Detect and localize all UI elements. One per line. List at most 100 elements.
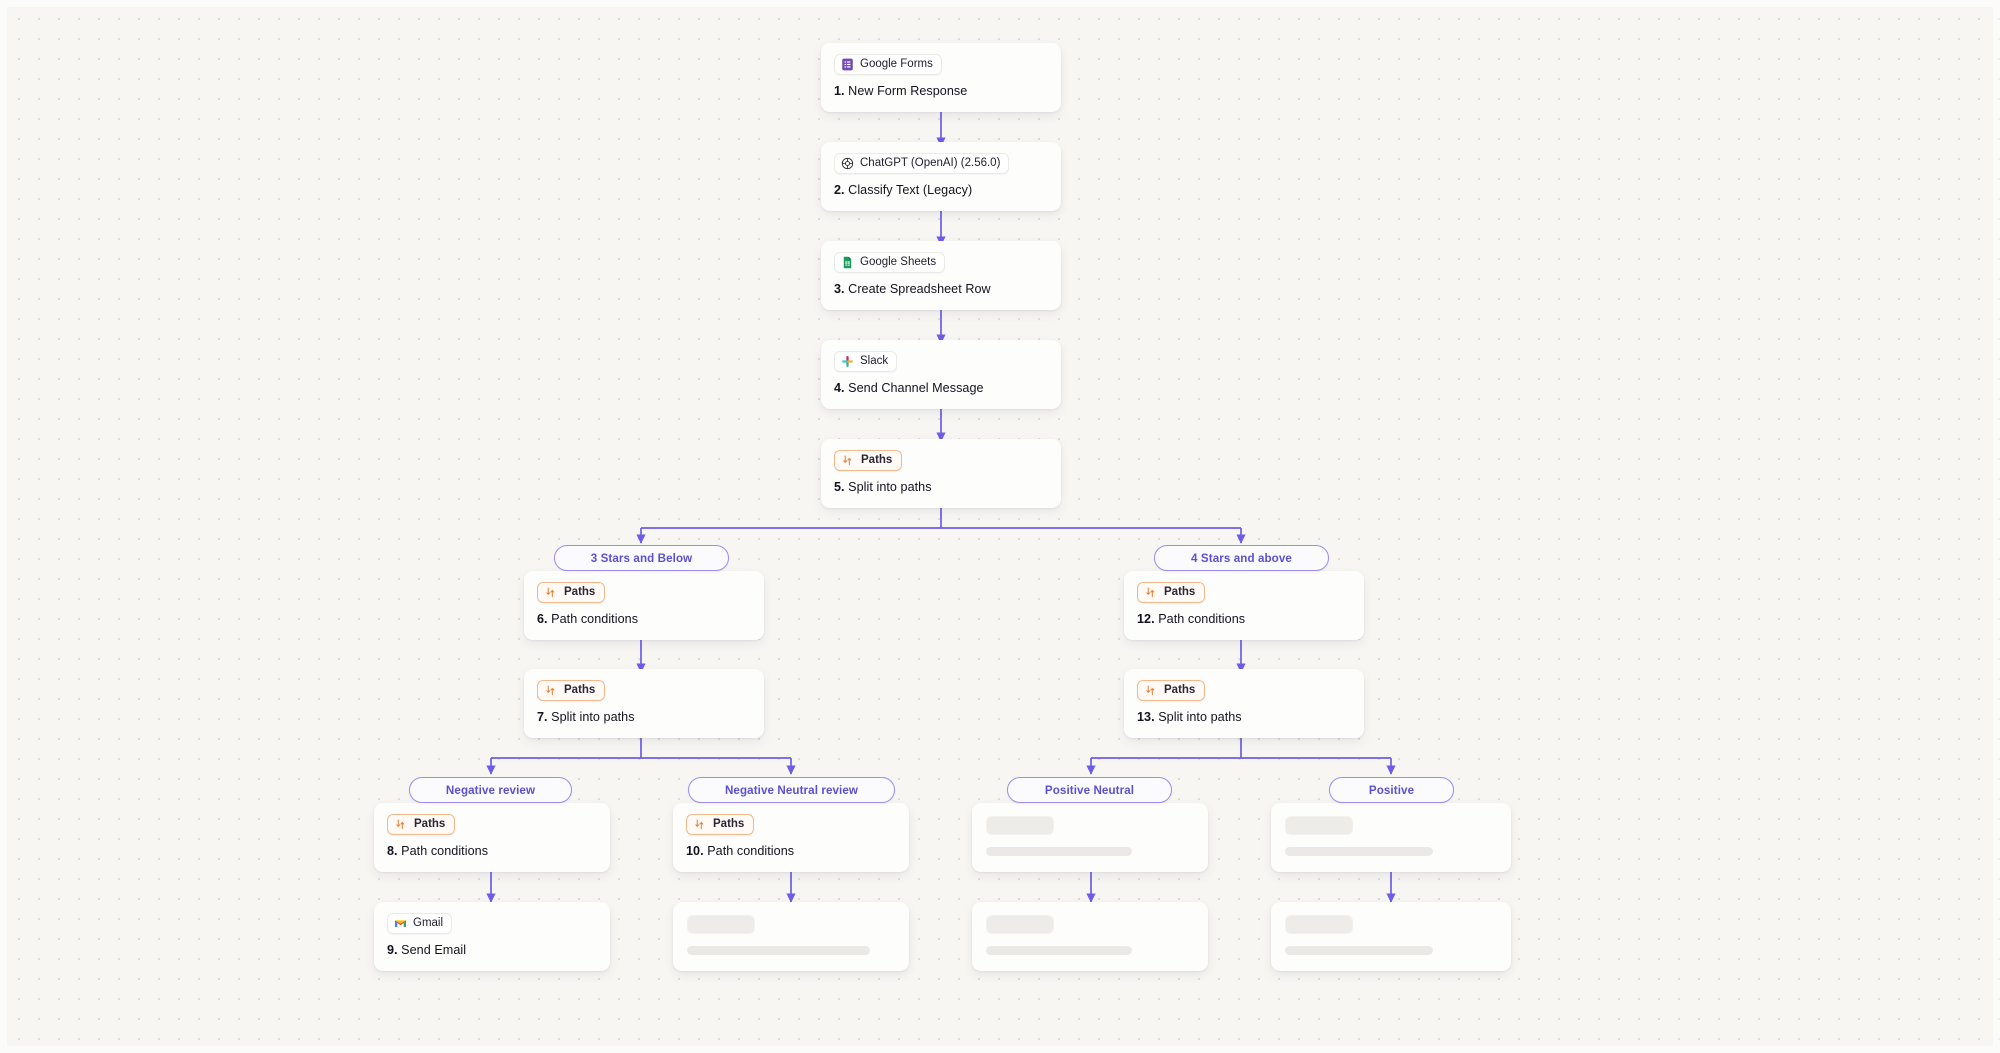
node-action: Split into paths [848,480,932,494]
node-action: Split into paths [1158,710,1242,724]
workflow-node-skeleton[interactable] [1271,902,1511,971]
branch-label-text: 3 Stars and Below [590,551,693,565]
node-app-name: Paths [861,454,893,466]
paths-icon [842,454,855,467]
workflow-node-3[interactable]: Google Sheets 3. Create Spreadsheet Row [821,241,1061,310]
node-step: 5. [834,480,845,494]
skeleton-line [1285,847,1434,856]
skeleton-badge [1285,915,1353,934]
skeleton-line [986,847,1132,856]
node-step: 12. [1137,612,1155,626]
branch-label-text: 4 Stars and above [1191,551,1292,565]
node-title: 9. Send Email [387,943,597,958]
node-action: Send Channel Message [848,381,984,395]
node-title: 7. Split into paths [537,710,751,725]
node-app-name: Gmail [413,917,444,929]
workflow-node-skeleton[interactable] [972,902,1208,971]
paths-icon [545,684,558,697]
node-step: 13. [1137,710,1155,724]
slack-icon [841,355,854,368]
node-app-name: Paths [414,818,446,830]
paths-icon [1145,586,1158,599]
node-action: Classify Text (Legacy) [848,183,973,197]
node-action: Path conditions [551,612,639,626]
node-app-badge: Google Forms [834,54,942,75]
branch-label-3-stars-and-below[interactable]: 3 Stars and Below [554,545,729,571]
branch-label-text: Positive Neutral [1044,783,1135,797]
workflow-node-6[interactable]: Paths 6. Path conditions [524,571,764,640]
workflow-node-1[interactable]: Google Forms 1. New Form Response [821,43,1061,112]
node-app-name: Paths [713,818,745,830]
paths-icon [395,818,408,831]
workflow-node-12[interactable]: Paths 12. Path conditions [1124,571,1364,640]
node-app-name: Google Sheets [860,256,937,268]
node-step: 10. [686,844,704,858]
node-app-badge: Google Sheets [834,252,946,273]
node-step: 3. [834,282,845,296]
node-title: 4. Send Channel Message [834,381,1048,396]
node-title: 13. Split into paths [1137,710,1351,725]
node-action: New Form Response [848,84,968,98]
node-app-name: Google Forms [860,58,933,70]
node-paths-badge: Paths [537,680,606,701]
workflow-node-2[interactable]: ChatGPT (OpenAI) (2.56.0) 2. Classify Te… [821,142,1061,211]
node-paths-badge: Paths [1137,582,1206,603]
branch-label-text: Negative review [445,783,536,797]
node-action: Path conditions [707,844,795,858]
node-paths-badge: Paths [537,582,606,603]
paths-icon [1145,684,1158,697]
workflow-node-skeleton[interactable] [972,803,1208,872]
node-step: 9. [387,943,398,957]
skeleton-line [986,946,1132,955]
openai-icon [841,157,854,170]
node-title: 3. Create Spreadsheet Row [834,282,1048,297]
branch-label-positive-neutral[interactable]: Positive Neutral [1007,777,1172,803]
node-paths-badge: Paths [387,814,456,835]
branch-label-text: Negative Neutral review [724,783,859,797]
node-action: Path conditions [401,844,489,858]
node-app-name: Paths [564,684,596,696]
branch-label-negative-review[interactable]: Negative review [409,777,572,803]
node-action: Send Email [401,943,467,957]
paths-icon [545,586,558,599]
node-app-name: Paths [1164,586,1196,598]
branch-label-negative-neutral-review[interactable]: Negative Neutral review [688,777,895,803]
node-app-name: ChatGPT (OpenAI) (2.56.0) [860,157,1001,169]
workflow-node-skeleton[interactable] [673,902,909,971]
node-app-name: Paths [1164,684,1196,696]
skeleton-badge [986,915,1054,934]
node-title: 1. New Form Response [834,84,1048,99]
branch-label-text: Positive [1368,783,1415,797]
workflow-node-9[interactable]: Gmail 9. Send Email [374,902,610,971]
node-step: 4. [834,381,845,395]
node-app-badge: ChatGPT (OpenAI) (2.56.0) [834,153,1010,174]
branch-label-positive[interactable]: Positive [1329,777,1454,803]
node-action: Path conditions [1158,612,1246,626]
branch-label-4-stars-and-above[interactable]: 4 Stars and above [1154,545,1329,571]
workflow-node-13[interactable]: Paths 13. Split into paths [1124,669,1364,738]
node-app-name: Slack [860,355,889,367]
skeleton-badge [687,915,755,934]
workflow-node-4[interactable]: Slack 4. Send Channel Message [821,340,1061,409]
gmail-icon [394,917,407,930]
skeleton-line [1285,946,1434,955]
node-paths-badge: Paths [686,814,755,835]
node-step: 8. [387,844,398,858]
node-title: 10. Path conditions [686,844,896,859]
workflow-node-skeleton[interactable] [1271,803,1511,872]
node-app-badge: Gmail [387,913,453,934]
node-paths-badge: Paths [1137,680,1206,701]
node-app-name: Paths [564,586,596,598]
workflow-node-7[interactable]: Paths 7. Split into paths [524,669,764,738]
node-step: 1. [834,84,845,98]
node-title: 8. Path conditions [387,844,597,859]
skeleton-line [687,946,871,955]
workflow-node-8[interactable]: Paths 8. Path conditions [374,803,610,872]
node-action: Split into paths [551,710,635,724]
workflow-node-5[interactable]: Paths 5. Split into paths [821,439,1061,508]
google-forms-icon [841,58,854,71]
node-title: 6. Path conditions [537,612,751,627]
workflow-node-10[interactable]: Paths 10. Path conditions [673,803,909,872]
node-title: 12. Path conditions [1137,612,1351,627]
